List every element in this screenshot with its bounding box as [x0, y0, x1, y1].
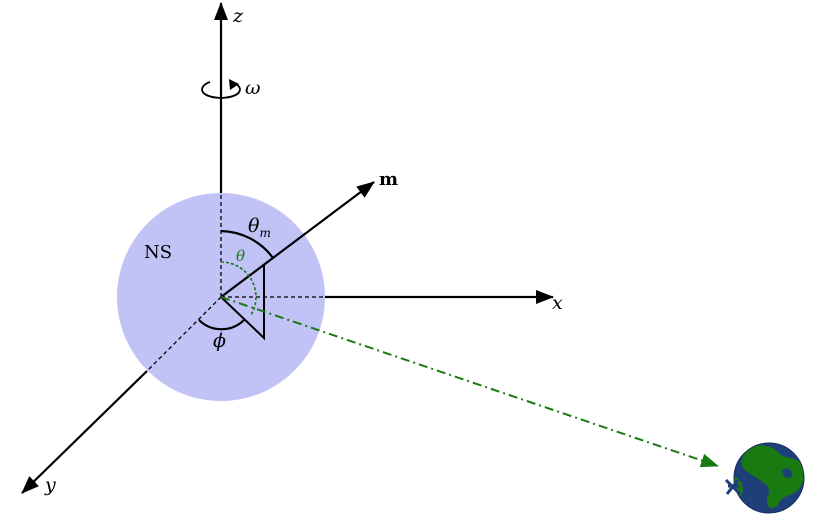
rotation-arrow-icon	[201, 79, 241, 99]
theta-m-label: θm	[248, 215, 271, 240]
magnetic-axis	[220, 181, 375, 298]
y-axis	[21, 370, 148, 494]
phi-arc	[198, 319, 245, 331]
magnetic-axis-label: m	[379, 169, 398, 190]
theta-label: θ	[236, 247, 245, 265]
z-axis-label: z	[232, 5, 244, 27]
theta-arc	[220, 261, 257, 316]
x-axis-label: x	[552, 292, 563, 314]
star-label: NS	[144, 242, 172, 263]
theta-m-arc	[220, 229, 274, 259]
rotation-label: ω	[245, 77, 261, 99]
earth-globe-icon	[724, 442, 805, 514]
m-projection	[220, 264, 265, 341]
y-axis-dashed	[146, 296, 222, 372]
phi-label: ϕ	[213, 330, 226, 352]
line-of-sight	[220, 296, 719, 468]
y-axis-label: y	[44, 474, 56, 496]
